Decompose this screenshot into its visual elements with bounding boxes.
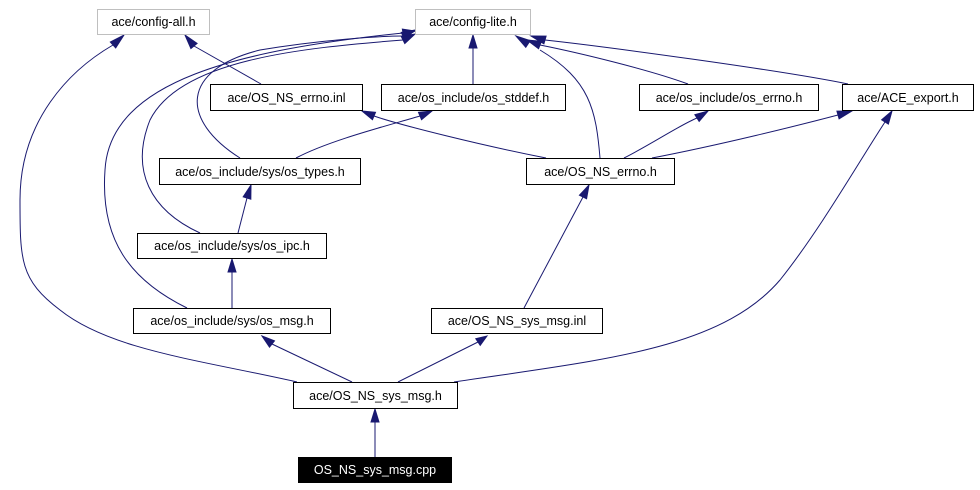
node-label: ace/OS_NS_sys_msg.h [309, 389, 442, 403]
edge-os-ipc-to-config-lite [141, 33, 417, 234]
edge-os-msg-to-config-lite [103, 28, 417, 309]
arrow-head-icon [694, 110, 710, 123]
edge-os-ipc-to-os-types [237, 183, 252, 234]
edge-os-errno-to-config-lite [525, 39, 689, 85]
node-os-stddef[interactable]: ace/os_include/os_stddef.h [381, 84, 566, 111]
edge-os-ns-errno-h-to-ace-export [651, 110, 854, 159]
edge-line [397, 341, 479, 383]
arrow-head-icon [468, 33, 478, 49]
arrow-head-icon [242, 183, 252, 200]
node-label: ace/os_include/sys/os_types.h [175, 165, 345, 179]
edge-line [373, 115, 547, 159]
edge-os-ns-errno-inl-to-config-all [183, 33, 262, 85]
edge-os-ns-sys-msg-h-to-os-msg [260, 334, 353, 383]
node-ace-export[interactable]: ace/ACE_export.h [842, 84, 974, 111]
arrow-head-icon [260, 334, 276, 348]
edge-line [193, 45, 262, 85]
arrow-head-icon [525, 39, 543, 50]
edge-line [271, 343, 353, 383]
node-label: ace/config-all.h [111, 15, 195, 29]
edge-os-ns-sys-msg-h-to-os-ns-sys-msg-inl [397, 335, 489, 383]
edge-os-ns-sys-msg-cpp-to-os-ns-sys-msg-h [370, 407, 380, 457]
edge-os-ns-sys-msg-inl-to-os-ns-errno-h [523, 183, 590, 309]
arrow-head-icon [578, 183, 590, 200]
edge-os-ns-sys-msg-h-to-ace-export [453, 109, 893, 383]
node-config-lite[interactable]: ace/config-lite.h [415, 9, 531, 35]
edge-line [539, 49, 601, 159]
node-label: ace/OS_NS_errno.inl [227, 91, 345, 105]
edge-ace-export-to-config-lite [529, 35, 849, 85]
edge-line [19, 44, 298, 383]
edge-line [539, 44, 689, 85]
node-os-ns-sys-msg-cpp[interactable]: OS_NS_sys_msg.cpp [298, 457, 452, 483]
edge-os-msg-to-os-ipc [227, 257, 237, 308]
nodes-layer: ace/config-all.h ace/config-lite.h ace/O… [97, 9, 974, 483]
edge-os-types-to-os-stddef [295, 110, 434, 159]
arrow-head-icon [109, 33, 126, 49]
arrow-head-icon [360, 110, 377, 121]
node-label: ace/os_include/sys/os_ipc.h [154, 239, 310, 253]
edge-os-ns-sys-msg-h-to-config-all [19, 33, 298, 383]
arrow-head-icon [474, 335, 489, 347]
edge-os-stddef-to-config-lite [468, 33, 478, 84]
node-label: OS_NS_sys_msg.cpp [314, 463, 436, 477]
node-os-ns-errno-h[interactable]: ace/OS_NS_errno.h [526, 158, 675, 185]
node-os-ns-errno-inl[interactable]: ace/OS_NS_errno.inl [210, 84, 363, 111]
node-config-all[interactable]: ace/config-all.h [97, 9, 210, 35]
edge-line [453, 121, 886, 383]
edge-os-ns-errno-h-to-os-ns-errno-inl [360, 110, 547, 159]
edge-line [237, 197, 248, 234]
edge-os-ns-errno-h-to-config-lite [514, 34, 601, 159]
arrow-head-icon [417, 110, 434, 121]
arrow-head-icon [836, 110, 854, 120]
node-label: ace/ACE_export.h [857, 91, 958, 105]
arrow-head-icon [370, 407, 380, 423]
node-os-errno[interactable]: ace/os_include/os_errno.h [639, 84, 819, 111]
node-os-ipc[interactable]: ace/os_include/sys/os_ipc.h [137, 233, 327, 259]
arrow-head-icon [880, 109, 893, 125]
arrow-head-icon [183, 33, 198, 50]
arrow-head-icon [529, 35, 547, 45]
node-label: ace/config-lite.h [429, 15, 517, 29]
node-os-ns-sys-msg-inl[interactable]: ace/OS_NS_sys_msg.inl [431, 308, 603, 334]
edge-line [141, 39, 404, 234]
arrow-head-icon [514, 34, 531, 49]
arrow-head-icon [227, 257, 237, 273]
edge-line [103, 32, 404, 309]
edge-line [623, 117, 698, 159]
edges-layer [19, 28, 893, 457]
edge-line [544, 39, 849, 85]
node-label: ace/os_include/sys/os_msg.h [150, 314, 313, 328]
node-label: ace/os_include/os_errno.h [656, 91, 803, 105]
edge-line [523, 196, 584, 309]
node-os-msg[interactable]: ace/os_include/sys/os_msg.h [133, 308, 331, 334]
arrow-head-icon [401, 28, 417, 38]
node-label: ace/OS_NS_errno.h [544, 165, 657, 179]
node-label: ace/os_include/os_stddef.h [398, 91, 550, 105]
edge-os-ns-errno-h-to-os-errno [623, 110, 710, 159]
node-os-types[interactable]: ace/os_include/sys/os_types.h [159, 158, 361, 185]
node-os-ns-sys-msg-h[interactable]: ace/OS_NS_sys_msg.h [293, 382, 458, 409]
edge-line [295, 115, 421, 159]
edge-line [651, 114, 839, 159]
node-label: ace/OS_NS_sys_msg.inl [448, 314, 586, 328]
